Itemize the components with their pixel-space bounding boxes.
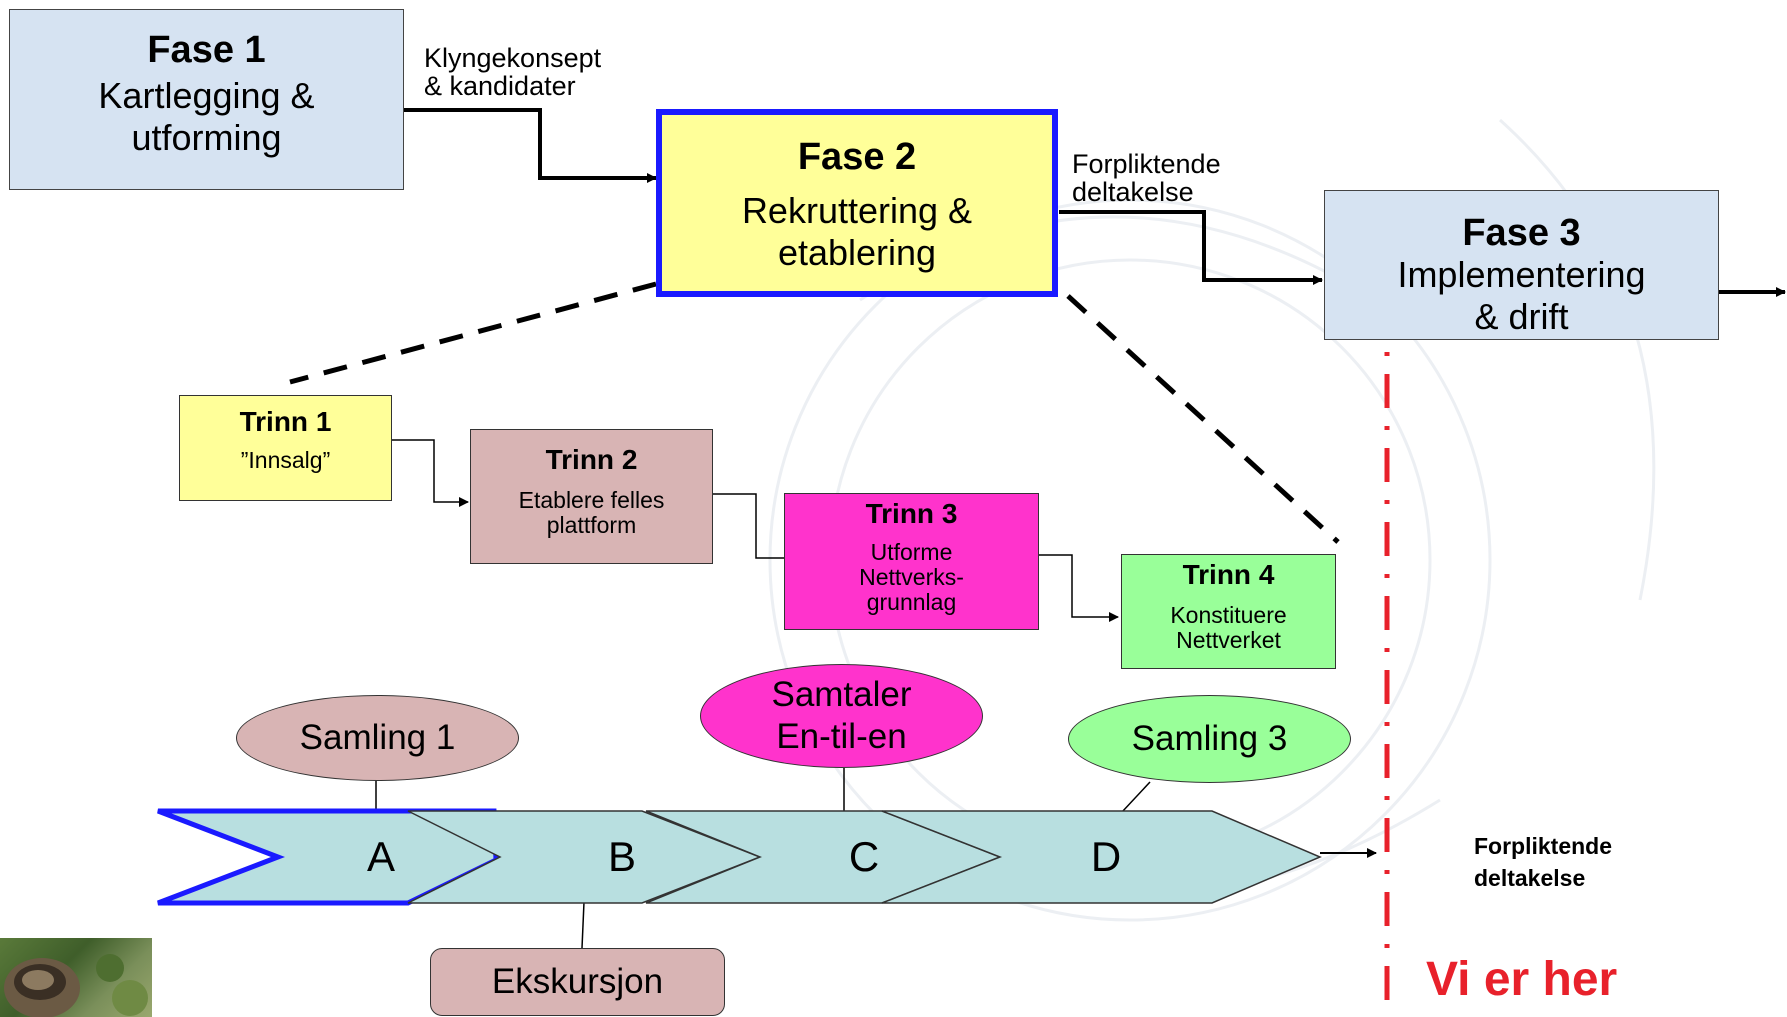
stem-ekskursjon — [581, 901, 585, 949]
chevron-B — [407, 810, 763, 904]
commitment-line2: deltakelse — [1474, 865, 1586, 891]
step-4-line2: Nettverket — [1176, 627, 1281, 653]
oval-samtaler-line1: Samtaler — [771, 675, 912, 714]
commitment-line1: Forpliktende — [1474, 833, 1613, 859]
oval-samling-3: Samling 3 — [1068, 695, 1351, 783]
connector-label-1: Klyngekonsept & kandidater — [424, 44, 601, 100]
box-ekskursjon: Ekskursjon — [430, 948, 725, 1016]
phase-2-line2: etablering — [777, 232, 937, 273]
connector-trinn2-trinn3 — [712, 493, 799, 563]
zoom-dash-left — [289, 281, 657, 385]
chevron-label-d: D — [1090, 833, 1122, 880]
step-3-line3: grunnlag — [866, 589, 957, 615]
phase-1-title: Fase 1 — [147, 29, 266, 71]
stem-samling3 — [1121, 781, 1151, 813]
phase-1-line1: Kartlegging & — [98, 75, 315, 116]
connector-fase1-fase2 — [404, 108, 657, 183]
phase-3-line2: & drift — [1474, 296, 1569, 337]
step-2-line2: plattform — [546, 512, 637, 538]
connector-label-2-line1: Forpliktende — [1072, 149, 1221, 179]
connector-label-2-line2: deltakelse — [1072, 177, 1194, 207]
step-4-title: Trinn 4 — [1182, 559, 1275, 590]
connector-fase2-fase3 — [1059, 210, 1323, 285]
step-2-title: Trinn 2 — [545, 444, 638, 475]
phase-1-box: Fase 1 Kartlegging & utforming — [9, 9, 404, 190]
connector-trinn1-trinn2 — [392, 439, 469, 507]
oval-samling-1: Samling 1 — [236, 695, 519, 781]
step-3-box: Trinn 3 Utforme Nettverks- grunnlag — [784, 493, 1039, 630]
nature-photo — [0, 938, 152, 1017]
step-1-line1: ”Innsalg” — [240, 447, 331, 473]
chevron-label-c: C — [848, 833, 880, 880]
step-2-line1: Etablere felles — [518, 487, 665, 513]
box-ekskursjon-label: Ekskursjon — [491, 962, 664, 1001]
chevron-label-b: B — [607, 833, 636, 880]
phase-2-title: Fase 2 — [797, 136, 917, 178]
marker-label: Vi er her — [1426, 953, 1618, 1006]
step-1-title: Trinn 1 — [239, 406, 332, 437]
phase-2-line1: Rekruttering & — [741, 190, 973, 231]
chevron-label-a: A — [366, 833, 395, 880]
oval-samtaler: Samtaler En-til-en — [700, 664, 983, 768]
phase-3-box: Fase 3 Implementering & drift — [1324, 190, 1719, 340]
phase-3-line1: Implementering — [1397, 254, 1646, 295]
step-3-title: Trinn 3 — [865, 498, 958, 529]
step-4-box: Trinn 4 Konstituere Nettverket — [1121, 554, 1336, 669]
chevron-D — [881, 810, 1322, 904]
oval-samling-1-label: Samling 1 — [299, 718, 456, 757]
step-1-box: Trinn 1 ”Innsalg” — [179, 395, 392, 501]
oval-samtaler-line2: En-til-en — [776, 717, 907, 756]
phase-2-box: Fase 2 Rekruttering & etablering — [656, 109, 1058, 297]
step-3-line2: Nettverks- — [859, 564, 964, 590]
phase-1-line2: utforming — [131, 117, 282, 158]
oval-samling-3-label: Samling 3 — [1131, 719, 1288, 758]
phase-3-title: Fase 3 — [1462, 212, 1581, 254]
commitment-label: Forpliktende deltakelse — [1474, 830, 1612, 894]
step-2-box: Trinn 2 Etablere felles plattform — [470, 429, 713, 564]
connector-trinn3-trinn4 — [1032, 554, 1119, 622]
connector-label-1-line2: & kandidater — [424, 71, 576, 101]
connector-label-2: Forpliktende deltakelse — [1072, 150, 1221, 206]
step-3-line1: Utforme — [870, 539, 953, 565]
step-4-line1: Konstituere — [1170, 602, 1287, 628]
zoom-dash-right — [1066, 294, 1340, 544]
connector-label-1-line1: Klyngekonsept — [424, 43, 602, 73]
stump-image — [4, 954, 148, 1017]
